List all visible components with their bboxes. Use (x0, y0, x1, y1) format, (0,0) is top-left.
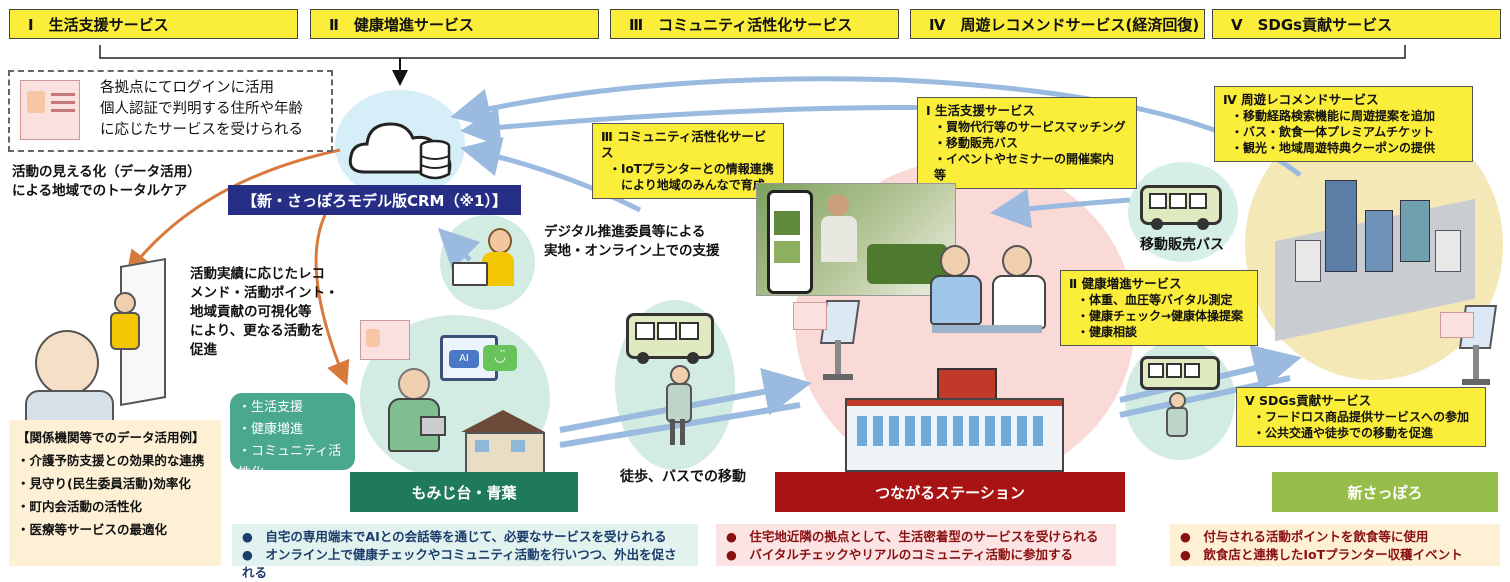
sdgs-service-box: Ⅴ SDGs貢献サービス ・フードロス商品提供サービスへの参加 ・公共交通や徒歩… (1236, 387, 1486, 447)
area-station: つながるステーション (775, 472, 1125, 512)
sdgs-service-item: ・公共交通や徒歩での移動を促進 (1253, 426, 1434, 440)
iot-planter-photo (756, 183, 956, 296)
ai-bubble-icon: AI (449, 350, 479, 368)
data-use-title: 【関係機関等でのデータ活用例】 (17, 430, 205, 445)
kiosk-terminal-icon (1458, 305, 1498, 387)
tour-service-box: Ⅳ 周遊レコメンドサービス ・移動経路検索機能に周遊提案を追加 ・バス・飲食一体… (1214, 86, 1473, 162)
login-note-text: 各拠点にてログインに活用 個人認証で判明する住所や年齢 に応じたサービスを受けら… (100, 78, 303, 141)
elder-man-icon (20, 330, 115, 424)
bus-icon (1140, 356, 1220, 390)
life-service-item: ・イベントやセミナーの開催案内 等 (934, 152, 1115, 182)
life-service-box: Ⅰ 生活支援サービス ・買物代行等のサービスマッチング ・移動販売バス ・イベン… (917, 97, 1137, 189)
community-service-item: により地域のみんなで育成 (609, 178, 765, 192)
crm-label: 【新・さっぽろモデル版CRM（※1）】 (228, 185, 521, 215)
login-note-line: 個人認証で判明する住所や年齢 (100, 101, 303, 117)
top-service-sdgs: Ⅴ SDGs貢献サービス (1212, 9, 1501, 39)
top-service-tour: Ⅳ 周遊レコメンドサービス(経済回復) (910, 9, 1205, 39)
bottom-item: ● 飲食店と連携したIoTプランター収穫イベント (1180, 547, 1463, 562)
recommend-line: 地域貢献の可視化等 (190, 304, 312, 320)
data-use-item: ・見守り(民生委員活動)効率化 (17, 476, 191, 491)
top-service-health: Ⅱ 健康増進サービス (310, 9, 599, 39)
top-service-community: Ⅲ コミュニティ活性化サービス (610, 9, 899, 39)
bottom-box-station: ● 住宅地近隣の拠点として、生活密着型のサービスを受けられる ● バイタルチェッ… (716, 524, 1116, 566)
visualization-note: 活動の見える化（データ活用） による地域でのトータルケア (12, 163, 201, 201)
life-service-item: ・買物代行等のサービスマッチング (934, 120, 1126, 134)
tour-service-item: ・移動経路検索機能に周遊提案を追加 (1231, 109, 1436, 123)
login-note-line: に応じたサービスを受けられる (100, 122, 303, 138)
id-card-icon (1440, 312, 1474, 338)
smartphone-icon (767, 190, 813, 294)
laptop-icon (452, 262, 488, 286)
community-service-item: ・IoTプランターとの情報連携 (609, 162, 774, 176)
bottom-item: ● 付与される活動ポイントを飲食等に使用 (1180, 529, 1429, 544)
login-note (8, 70, 333, 152)
visualization-line: による地域でのトータルケア (12, 183, 188, 199)
bottom-item: ● 住宅地近隣の拠点として、生活密着型のサービスを受けられる (726, 529, 1099, 544)
elder-with-tablet-icon (380, 368, 450, 458)
bottom-item: ● 自宅の専用端末でAIとの会話等を通じて、必要なサービスを受けられる (242, 529, 667, 544)
area-momijidai: もみじ台・青葉 (350, 472, 578, 512)
tour-service-title: Ⅳ 周遊レコメンドサービス (1223, 92, 1379, 107)
health-service-title: Ⅱ 健康増進サービス (1069, 276, 1182, 291)
data-use-item: ・医療等サービスの最適化 (17, 522, 168, 537)
walk-bus-label: 徒歩、バスでの移動 (620, 469, 746, 485)
recommend-line: 促進 (190, 342, 217, 358)
mobile-sales-bus-icon (1140, 185, 1222, 230)
health-service-item: ・健康相談 (1077, 325, 1138, 339)
recommend-line: により、更なる活動を (190, 323, 325, 339)
tour-service-item: ・観光・地域周遊特典クーポンの提供 (1231, 141, 1436, 155)
station-building-icon (845, 368, 1064, 472)
kiosk-terminal-icon (819, 300, 861, 382)
data-use-item: ・介護予防支援との効果的な連携 (17, 453, 205, 468)
data-use-box: 【関係機関等でのデータ活用例】 ・介護予防支援との効果的な連携 ・見守り(民生委… (9, 420, 221, 566)
walking-elder-icon (662, 365, 692, 445)
data-use-item: ・町内会活動の活性化 (17, 499, 143, 514)
recommend-line: 活動実績に応じたレコ (190, 266, 325, 282)
digital-support-line: 実地・オンライン上での支援 (544, 243, 720, 259)
community-service-box: Ⅲ コミュニティ活性化サービス ・IoTプランターとの情報連携 により地域のみん… (592, 123, 784, 199)
sdgs-service-title: Ⅴ SDGs貢献サービス (1245, 393, 1372, 408)
bottom-item: ● バイタルチェックやリアルのコミュニティ活動に参加する (726, 547, 1074, 562)
bottom-box-shinsapporo: ● 付与される活動ポイントを飲食等に使用 ● 飲食店と連携したIoTプランター収… (1170, 524, 1500, 566)
consultation-people-icon (930, 245, 1050, 355)
area-shinsapporo: 新さっぽろ (1272, 472, 1498, 512)
recommend-note: 活動実績に応じたレコ メンド・活動ポイント・ 地域貢献の可視化等 により、更なる… (190, 265, 339, 360)
city-buildings-icon (1265, 180, 1485, 342)
id-card-icon (20, 80, 80, 140)
health-service-box: Ⅱ 健康増進サービス ・体重、血圧等バイタル測定 ・健康チェック→健康体操提案 … (1060, 270, 1258, 346)
health-service-item: ・健康チェック→健康体操提案 (1077, 309, 1244, 323)
digital-support-note: デジタル推進委員等による 実地・オンライン上での支援 (544, 223, 720, 261)
smile-bubble-icon: ◡̈ (483, 345, 517, 371)
services-bubble-item: ・健康増進 (238, 422, 304, 437)
bottom-item: ● オンライン上で健康チェックやコミュニティ活動を行いつつ、外出を促される (242, 547, 677, 580)
mobile-bus-label: 移動販売バス (1140, 237, 1224, 253)
visitor-icon (108, 292, 140, 350)
health-service-item: ・体重、血圧等バイタル測定 (1077, 293, 1233, 307)
top-service-life: Ⅰ 生活支援サービス (9, 9, 298, 39)
life-service-item: ・移動販売バス (934, 136, 1019, 150)
services-bubble-item: ・生活支援 (238, 400, 304, 415)
login-note-line: 各拠点にてログインに活用 (100, 80, 274, 96)
tour-service-item: ・バス・飲食一体プレミアムチケット (1231, 125, 1435, 139)
community-service-title: Ⅲ コミュニティ活性化サービス (601, 129, 767, 160)
services-bubble-item: ・コミュニティ活性化 (238, 444, 342, 481)
id-card-icon (360, 320, 410, 360)
sdgs-service-item: ・フードロス商品提供サービスへの参加 (1253, 410, 1470, 424)
id-card-icon (793, 302, 827, 330)
life-service-title: Ⅰ 生活支援サービス (926, 103, 1036, 118)
bottom-box-momijidai: ● 自宅の専用端末でAIとの会話等を通じて、必要なサービスを受けられる ● オン… (232, 524, 698, 580)
digital-support-line: デジタル推進委員等による (544, 224, 706, 240)
bus-icon (626, 313, 714, 364)
cloud-database-icon (348, 122, 452, 180)
walking-elder-icon (1162, 392, 1188, 448)
recommend-line: メンド・活動ポイント・ (190, 285, 339, 301)
visualization-line: 活動の見える化（データ活用） (12, 164, 201, 180)
house-icon (455, 410, 550, 474)
services-bubble: ・生活支援 ・健康増進 ・コミュニティ活性化 (230, 393, 355, 481)
